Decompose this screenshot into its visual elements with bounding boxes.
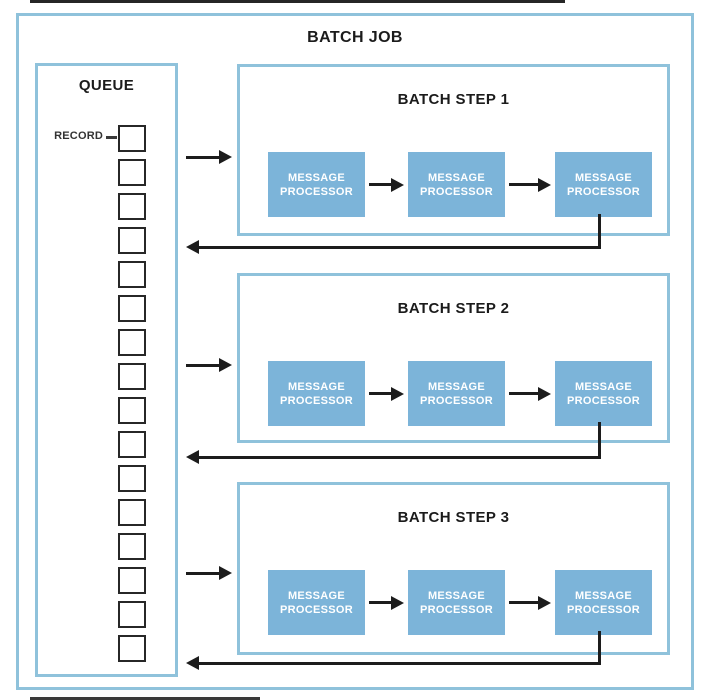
record-square: [118, 601, 146, 628]
step1-processor-arrow-1-head-icon: [391, 178, 404, 192]
step1-processor-arrow-1: [369, 183, 392, 186]
record-square: [118, 397, 146, 424]
record-label: RECORD: [54, 130, 103, 142]
record-square: [118, 261, 146, 288]
batch-step-2-box: BATCH STEP 2 MESSAGE PROCESSOR MESSAGE P…: [237, 273, 670, 443]
batch-step-3-box: BATCH STEP 3 MESSAGE PROCESSOR MESSAGE P…: [237, 482, 670, 655]
record-square: [118, 193, 146, 220]
record-square: [118, 465, 146, 492]
step2-processor-arrow-1: [369, 392, 392, 395]
record-square: [118, 499, 146, 526]
batch-job-title: BATCH JOB: [307, 29, 403, 46]
record-pointer-line: [106, 136, 117, 139]
step3-processor-arrow-2-head-icon: [538, 596, 551, 610]
batch-step-1-box: BATCH STEP 1 MESSAGE PROCESSOR MESSAGE P…: [237, 64, 670, 236]
crop-artifact-top-bar: [30, 0, 565, 3]
record-square: [118, 227, 146, 254]
step3-processor-arrow-1: [369, 601, 392, 604]
step2-message-processor-1: MESSAGE PROCESSOR: [268, 361, 365, 426]
record-square: [118, 363, 146, 390]
step3-message-processor-3: MESSAGE PROCESSOR: [555, 570, 652, 635]
record-square: [118, 567, 146, 594]
record-square: [118, 431, 146, 458]
step1-message-processor-2: MESSAGE PROCESSOR: [408, 152, 505, 217]
step3-message-processor-2: MESSAGE PROCESSOR: [408, 570, 505, 635]
queue-container: [35, 63, 178, 677]
step1-message-processor-3: MESSAGE PROCESSOR: [555, 152, 652, 217]
step2-message-processor-3: MESSAGE PROCESSOR: [555, 361, 652, 426]
record-square: [118, 635, 146, 662]
step1-processor-arrow-2-head-icon: [538, 178, 551, 192]
step3-processor-arrow-2: [509, 601, 539, 604]
record-square: [118, 125, 146, 152]
step1-message-processor-1: MESSAGE PROCESSOR: [268, 152, 365, 217]
step1-processor-arrow-2: [509, 183, 539, 186]
queue-title: QUEUE: [78, 77, 135, 94]
step2-processor-arrow-2-head-icon: [538, 387, 551, 401]
batch-step-1-title: BATCH STEP 1: [397, 91, 510, 108]
step2-processor-arrow-2: [509, 392, 539, 395]
record-square: [118, 329, 146, 356]
step3-processor-arrow-1-head-icon: [391, 596, 404, 610]
record-square: [118, 295, 146, 322]
step2-processor-arrow-1-head-icon: [391, 387, 404, 401]
record-square: [118, 159, 146, 186]
record-square: [118, 533, 146, 560]
batch-step-3-title: BATCH STEP 3: [397, 509, 510, 526]
step3-message-processor-1: MESSAGE PROCESSOR: [268, 570, 365, 635]
record-stack: [118, 125, 146, 662]
batch-step-2-title: BATCH STEP 2: [397, 300, 510, 317]
step2-message-processor-2: MESSAGE PROCESSOR: [408, 361, 505, 426]
crop-artifact-bottom-bar: [30, 697, 260, 700]
